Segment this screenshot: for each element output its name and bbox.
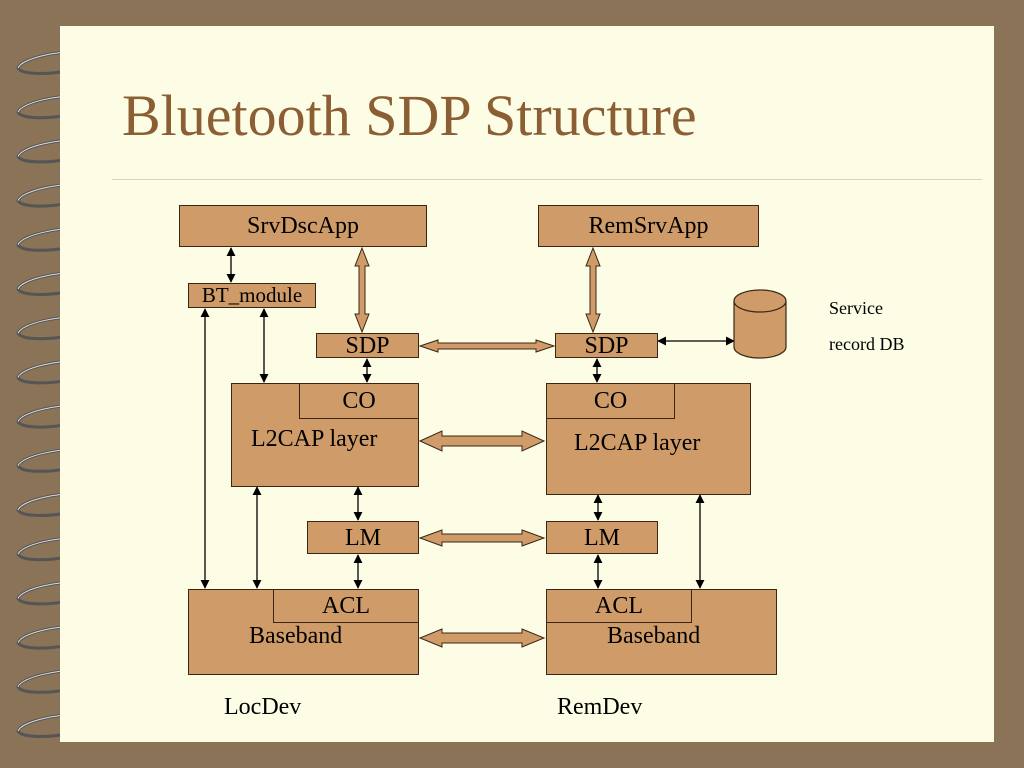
l2cap-box-remote: CO L2CAP layer: [546, 383, 751, 495]
co-box-remote: CO: [546, 383, 675, 419]
title-divider: [112, 179, 982, 180]
baseband-box-local: ACL Baseband: [188, 589, 419, 675]
l2cap-label-local: L2CAP layer: [251, 426, 378, 452]
co-box-local: CO: [299, 383, 419, 419]
sdp-box-local: SDP: [316, 333, 419, 358]
baseband-label-local: Baseband: [249, 623, 343, 649]
baseband-box-remote: ACL Baseband: [546, 589, 777, 675]
srvdscapp-box: SrvDscApp: [179, 205, 427, 247]
service-record-db-cylinder: [733, 289, 787, 359]
remdev-label: RemDev: [557, 694, 643, 720]
block-arrow-lm-lm: [418, 529, 546, 547]
l2cap-box-local: CO L2CAP layer: [231, 383, 419, 487]
db-label-line2: record DB: [829, 334, 905, 354]
acl-box-local: ACL: [273, 589, 419, 623]
block-arrow-app-sdp-local: [354, 246, 370, 334]
block-arrow-app-sdp-remote: [585, 246, 601, 334]
block-arrow-baseband-baseband: [418, 628, 546, 648]
remsrvapp-box: RemSrvApp: [538, 205, 759, 247]
block-arrow-l2cap-l2cap: [418, 430, 546, 452]
locdev-label: LocDev: [224, 694, 302, 720]
acl-box-remote: ACL: [546, 589, 692, 623]
db-label-line1: Service: [829, 298, 883, 318]
block-arrow-sdp-sdp: [418, 339, 556, 353]
baseband-label-remote: Baseband: [607, 623, 701, 649]
sdp-box-remote: SDP: [555, 333, 658, 358]
lm-box-remote: LM: [546, 521, 658, 554]
l2cap-label-remote: L2CAP layer: [574, 430, 701, 456]
slide-title: Bluetooth SDP Structure: [122, 83, 697, 148]
bt-module-box: BT_module: [188, 283, 316, 308]
lm-box-local: LM: [307, 521, 419, 554]
